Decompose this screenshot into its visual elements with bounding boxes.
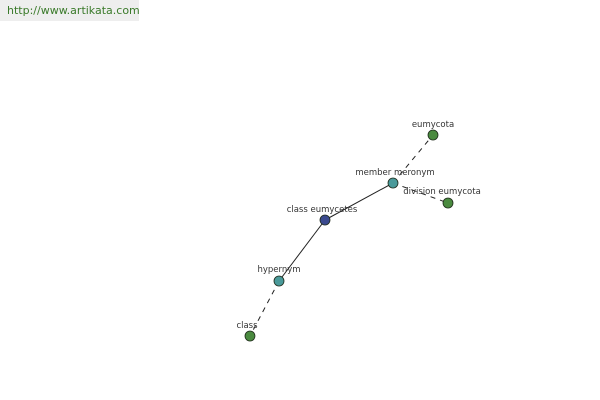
- node-member-meronym[interactable]: [387, 177, 399, 189]
- node-label-eumycota[interactable]: eumycota: [412, 120, 454, 130]
- edge-hypernym-class: [249, 280, 280, 337]
- url-bar: http://www.artikata.com: [0, 0, 140, 21]
- edge-center-member_meronym: [324, 182, 394, 221]
- node-label-hypernym[interactable]: hypernym: [257, 265, 300, 275]
- node-label-division-eumycota[interactable]: division eumycota: [403, 187, 481, 197]
- node-class[interactable]: [244, 330, 256, 342]
- node-hypernym[interactable]: [273, 275, 285, 287]
- node-eumycota[interactable]: [427, 129, 439, 141]
- node-center[interactable]: [319, 214, 331, 226]
- node-division-eumycota[interactable]: [442, 197, 454, 209]
- node-label-member-meronym[interactable]: member meronym: [355, 168, 434, 178]
- node-label-center[interactable]: class eumycetes: [287, 205, 358, 215]
- node-label-class[interactable]: class: [236, 321, 258, 331]
- edge-center-hypernym: [278, 219, 326, 282]
- site-url[interactable]: http://www.artikata.com: [7, 4, 140, 17]
- edge-member_meronym-eumycota: [392, 134, 434, 184]
